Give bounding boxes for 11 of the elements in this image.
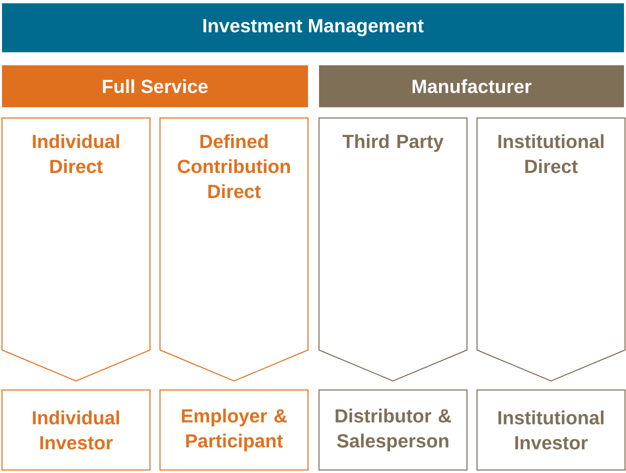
category-band: Full Service [2, 65, 308, 108]
channel-box: Employer & Participant [160, 390, 308, 470]
chevron-box: Third Party [318, 118, 468, 382]
chevron-box: Institutional Direct [476, 118, 626, 382]
channel-box: Distributor & Salesperson [318, 390, 468, 470]
title-banner: Investment Management [2, 3, 624, 52]
channel-box: Individual Investor [2, 390, 150, 470]
category-band: Manufacturer [319, 65, 624, 108]
chevron-box: Defined Contribution Direct [160, 118, 308, 382]
chevron-box: Individual Direct [2, 118, 150, 382]
channel-box: Institutional Investor [476, 390, 626, 470]
